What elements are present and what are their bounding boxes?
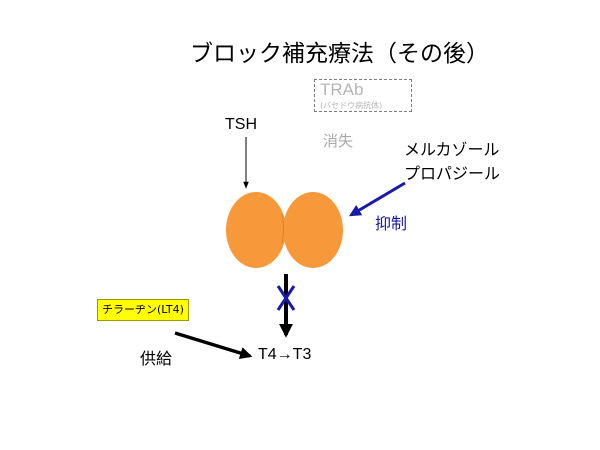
t4-t3-label: T4→T3: [258, 346, 312, 363]
thyroid-gland-icon: [226, 192, 343, 268]
supply-label: 供給: [140, 349, 173, 368]
cross-icon: [276, 285, 296, 311]
inhibit-label: 抑制: [375, 214, 408, 233]
trab-label: TRAb: [320, 80, 364, 99]
supplement-badge: チラーヂン(LT4): [97, 299, 189, 321]
tsh-label: TSH: [225, 116, 257, 133]
trab-status: 消失: [323, 132, 354, 150]
supply-arrow: [174, 331, 253, 359]
page-title: ブロック補充療法（その後）: [190, 41, 489, 67]
drug-label-mercazole: メルカゾール: [404, 140, 500, 159]
trab-sublabel: (バセドウ病抗体): [320, 101, 383, 110]
trab-dashed-box: [314, 79, 412, 112]
inhibit-arrow: [348, 181, 406, 217]
drug-label-propacil: プロパジール: [404, 164, 501, 183]
